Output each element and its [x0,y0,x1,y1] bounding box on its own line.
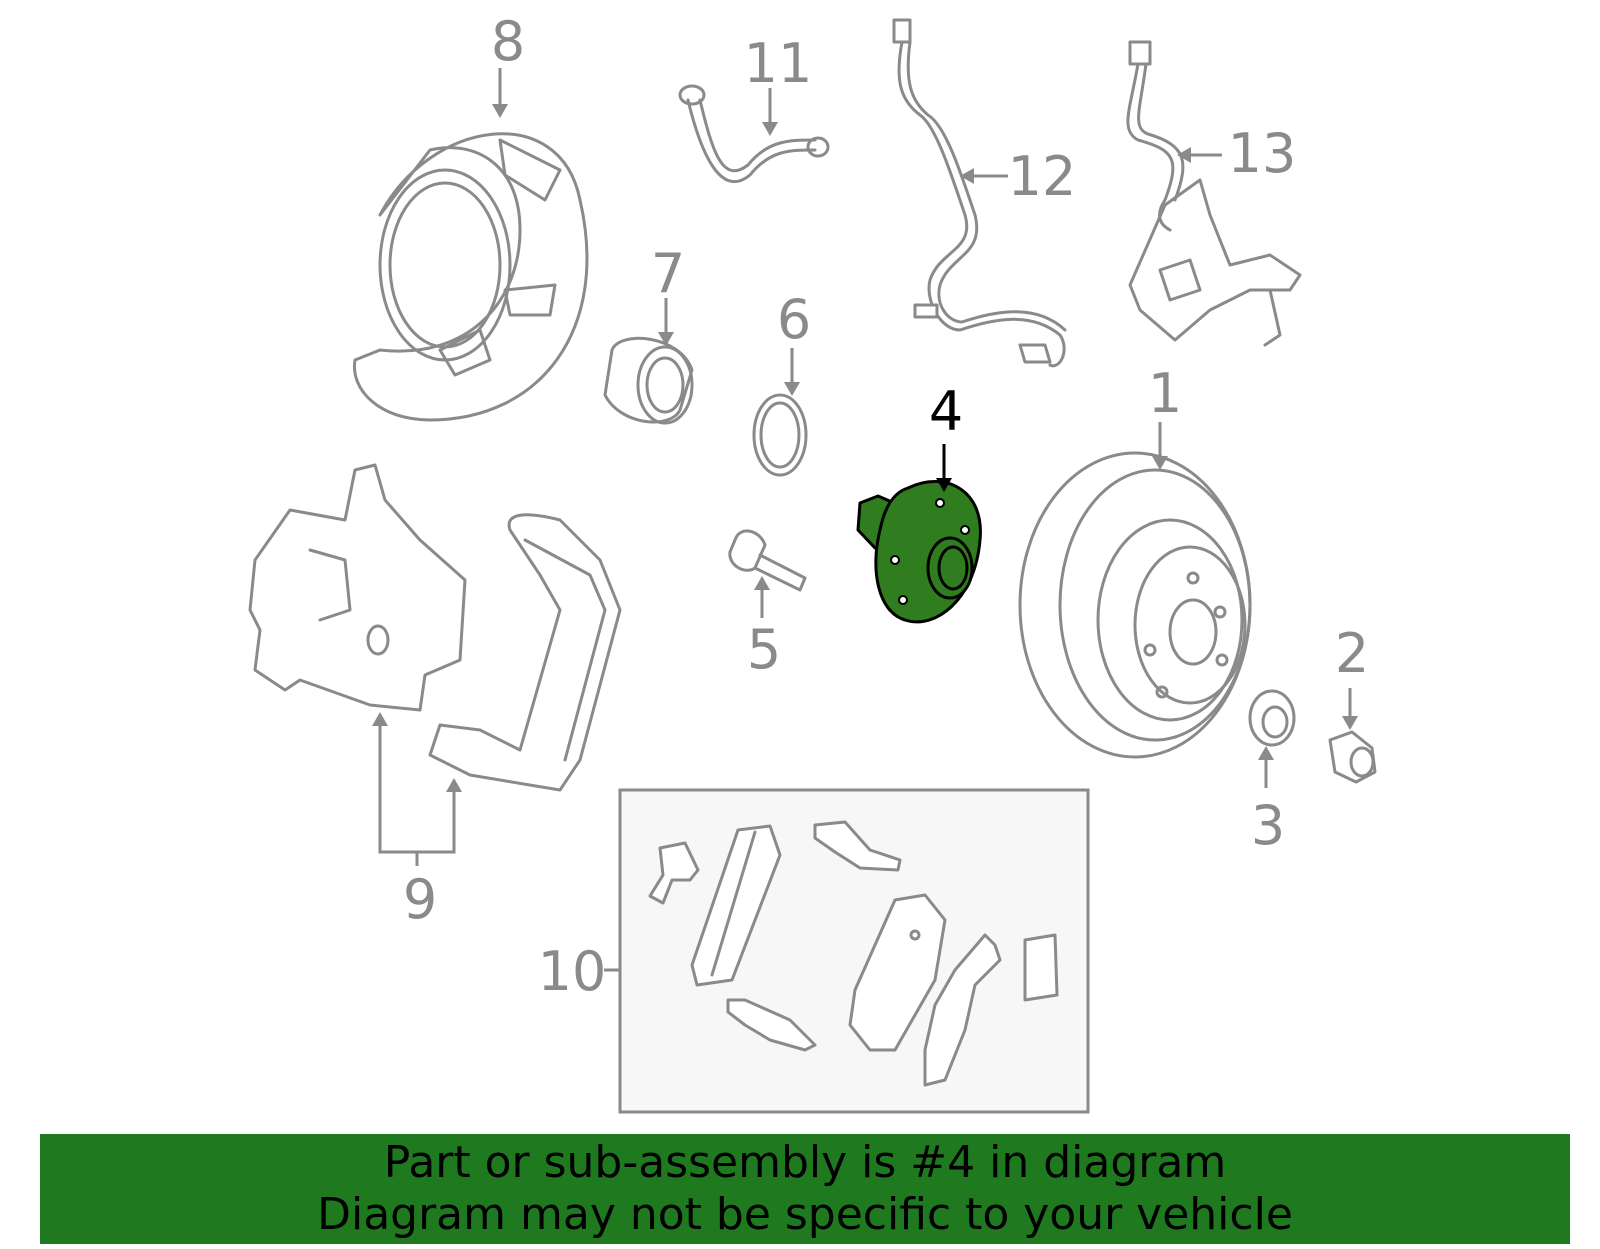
banner-line-2: Diagram may not be specific to your vehi… [317,1189,1293,1240]
part-9-caliper [248,463,622,792]
part-10-pad-kit [618,788,1090,1114]
callout-10: 10 [538,940,607,1003]
part-2-nut [1328,730,1377,784]
callout-5: 5 [747,618,781,681]
callout-11: 11 [744,32,813,95]
part-12-sensor-wire [892,18,1067,368]
part-5-bolt [728,529,807,592]
callout-7: 7 [651,242,685,305]
callout-12: 12 [1008,145,1077,208]
info-banner: Part or sub-assembly is #4 in diagram Di… [40,1134,1570,1244]
part-6-snap-ring [752,393,808,477]
callout-1: 1 [1148,362,1182,425]
callout-2: 2 [1335,622,1369,685]
part-11-brake-hose [678,84,830,183]
callout-4: 4 [929,380,963,443]
part-8-dust-shield [352,132,589,422]
callout-8: 8 [491,10,525,73]
part-4-hub [856,480,982,624]
callout-6: 6 [777,288,811,351]
part-1-rotor [1018,451,1252,759]
callout-9: 9 [403,868,437,931]
part-3-washer [1248,689,1296,747]
part-13-sensor [1126,40,1302,347]
part-7-bearing [603,336,694,425]
callout-13: 13 [1228,122,1297,185]
banner-line-1: Part or sub-assembly is #4 in diagram [383,1137,1227,1188]
callout-3: 3 [1251,794,1285,857]
